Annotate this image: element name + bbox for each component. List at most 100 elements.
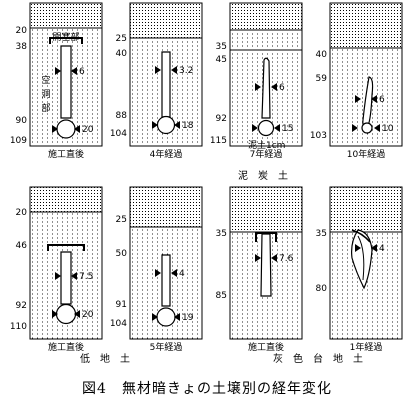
width-arrow-right xyxy=(271,254,277,262)
drain-cavity xyxy=(260,233,272,297)
topsoil-hatch xyxy=(130,3,202,38)
drain-pipe-section xyxy=(156,115,176,135)
width-arrow-right xyxy=(271,83,277,91)
panel-caption: 施工直後 xyxy=(248,341,284,353)
topsoil-hatch xyxy=(30,187,102,212)
diameter-arrow-left xyxy=(252,124,258,132)
diameter-arrow-left xyxy=(52,125,58,133)
depth-label: 20 xyxy=(16,208,28,218)
width-arrow-left xyxy=(155,269,161,277)
depth-label: 35 xyxy=(216,229,227,239)
depth-label: 92 xyxy=(216,114,227,124)
width-value: 7.6 xyxy=(279,254,294,264)
topsoil-hatch xyxy=(130,187,202,227)
width-arrow-right xyxy=(171,269,177,277)
diameter-value: 19 xyxy=(182,313,194,323)
annotation-cavity-1: 空 xyxy=(41,74,50,86)
depth-label: 115 xyxy=(210,136,227,146)
width-arrow-left xyxy=(155,66,161,74)
annotation-mud: 泥土1cm xyxy=(248,139,285,151)
panel-caption: 5年経過 xyxy=(150,341,183,353)
depth-label: 80 xyxy=(316,284,328,294)
depth-label: 109 xyxy=(10,136,27,146)
width-arrow-right xyxy=(71,272,77,280)
drain-pipe-section xyxy=(156,307,176,327)
depth-label: 35 xyxy=(216,42,227,52)
diameter-arrow-left xyxy=(152,313,158,321)
drain-pipe-section xyxy=(361,122,373,134)
diameter-arrow-right xyxy=(74,125,80,133)
topsoil-hatch xyxy=(230,187,302,232)
drain-cavity xyxy=(261,57,271,119)
depth-label: 92 xyxy=(16,301,27,311)
diameter-arrow-right xyxy=(74,310,80,318)
drain-cavity xyxy=(161,254,171,307)
width-value: 6 xyxy=(279,83,285,93)
topsoil-hatch xyxy=(330,187,402,232)
width-arrow-left xyxy=(255,83,261,91)
diameter-arrow-right xyxy=(174,313,180,321)
depth-label: 25 xyxy=(116,215,127,225)
panel-caption: 7年経過 xyxy=(250,148,283,160)
diameter-value: 15 xyxy=(282,124,293,134)
drain-pipe-section xyxy=(56,119,76,139)
panel-caption: 1年経過 xyxy=(350,341,383,353)
topsoil-hatch xyxy=(30,3,102,28)
depth-label: 85 xyxy=(216,291,227,301)
width-arrow-right xyxy=(171,66,177,74)
opening-bracket xyxy=(47,244,85,251)
depth-label: 50 xyxy=(116,249,128,259)
depth-label: 103 xyxy=(310,131,327,141)
topsoil-hatch xyxy=(230,3,302,30)
panel-7: 35 85 施工直後 7.6 xyxy=(216,186,303,353)
drain-pipe-section xyxy=(257,119,275,137)
diameter-arrow-left xyxy=(152,121,158,129)
figure-caption: 図4 無材暗きょの土壌別の経年変化 xyxy=(82,381,332,397)
diameter-arrow-right xyxy=(174,121,180,129)
drain-pipe-section xyxy=(55,303,77,325)
depth-label: 46 xyxy=(16,241,28,251)
panel-caption: 施工直後 xyxy=(48,148,84,160)
depth-label: 40 xyxy=(316,50,328,60)
diameter-value: 20 xyxy=(82,125,94,135)
diameter-value: 20 xyxy=(82,310,94,320)
width-value: 6 xyxy=(379,95,385,105)
depth-label: 45 xyxy=(216,55,227,65)
width-value: 7.5 xyxy=(79,272,93,282)
drain-cavity xyxy=(60,251,72,305)
annotation-cavity-3: 部 xyxy=(41,102,50,114)
drain-cavity xyxy=(60,45,72,119)
depth-label: 110 xyxy=(10,322,27,332)
panel-caption: 施工直後 xyxy=(48,341,84,353)
panel-5: 20 46 92 110 施工直後 7.5 20 xyxy=(10,186,103,353)
inner-cavity-line xyxy=(357,235,365,281)
panel-3: 35 45 92 115 7年経過 6 15 泥土1cm xyxy=(210,2,303,160)
width-arrow-left xyxy=(355,95,361,103)
width-arrow-right xyxy=(371,95,377,103)
width-value: 6 xyxy=(79,67,85,77)
width-arrow-left xyxy=(255,254,261,262)
topsoil-hatch xyxy=(330,3,402,48)
depth-label: 91 xyxy=(116,300,127,310)
panel-caption: 4年経過 xyxy=(150,148,183,160)
width-arrow-right xyxy=(71,67,77,75)
opening-bracket xyxy=(255,232,277,242)
depth-label: 104 xyxy=(110,319,127,329)
width-arrow-left xyxy=(55,272,61,280)
width-arrow-right xyxy=(371,244,377,252)
opening-bracket xyxy=(49,37,83,44)
annotation-cavity-2: 洞 xyxy=(41,89,50,100)
depth-label: 90 xyxy=(16,116,28,126)
depth-label: 20 xyxy=(16,26,28,36)
width-arrow-left xyxy=(55,67,61,75)
depth-label: 59 xyxy=(316,74,328,84)
diameter-arrow-left xyxy=(52,310,58,318)
drain-cavity xyxy=(161,51,171,118)
soil-label-peat: 泥 炭 土 xyxy=(238,169,288,182)
